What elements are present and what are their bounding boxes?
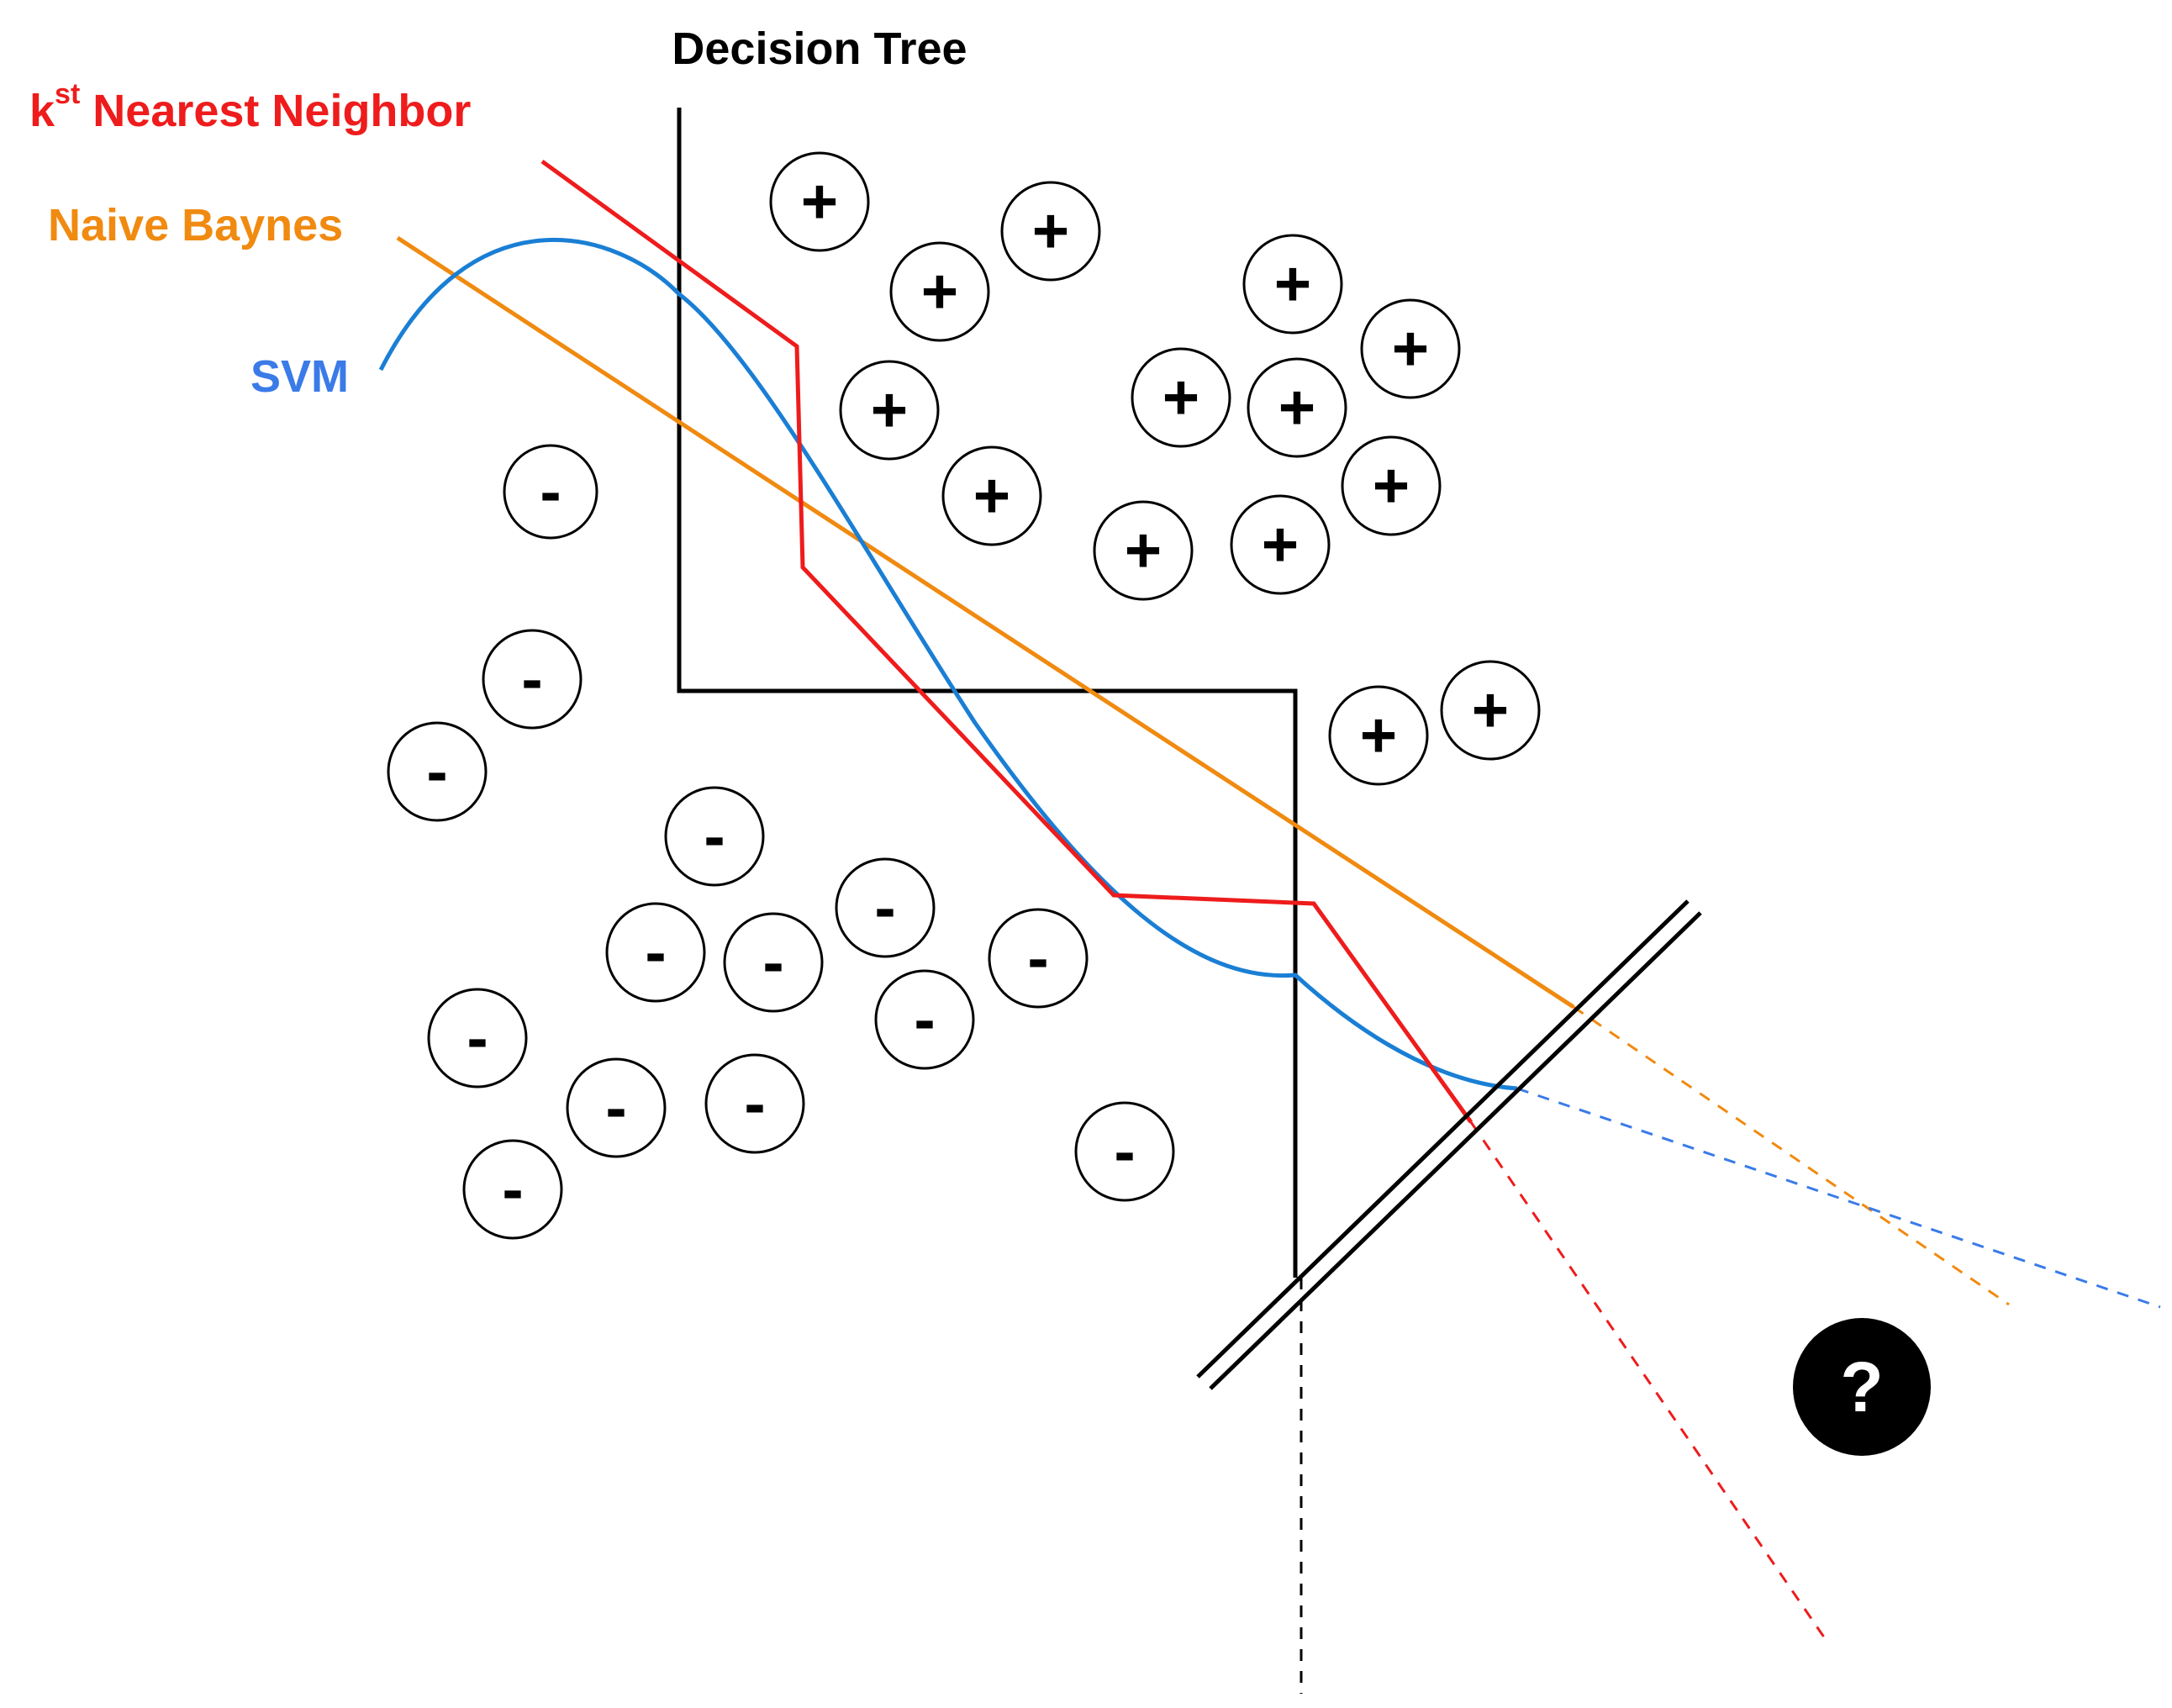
positive-point: + (941, 445, 1042, 546)
negative-points: - - - - - - - - - - - - - - (387, 444, 1175, 1240)
svg-text:+: + (871, 375, 908, 446)
svg-text:-: - (762, 927, 783, 999)
svg-text:-: - (874, 872, 895, 944)
positive-point: + (1328, 685, 1429, 786)
positive-point: + (1131, 347, 1231, 448)
naive-bayes-label: Naive Baynes (48, 200, 343, 250)
svg-text:+: + (921, 256, 958, 328)
positive-point: + (1000, 181, 1101, 282)
positive-point: + (1247, 357, 1347, 458)
positive-point: + (1440, 660, 1541, 761)
svg-text:+: + (1360, 700, 1397, 772)
svg-text:+: + (1278, 372, 1315, 444)
negative-point: - (605, 902, 706, 1003)
svg-text:-: - (521, 644, 542, 715)
knn-label: kst Nearest Neighbor (29, 78, 471, 136)
negative-point: - (704, 1053, 805, 1154)
svg-text:+: + (1162, 362, 1199, 434)
svg-text:+: + (1274, 249, 1311, 320)
naive-bayes-extrapolation (1573, 1005, 2010, 1306)
knn-label-k: k (29, 86, 55, 136)
positive-point: + (769, 151, 870, 252)
negative-point: - (482, 629, 583, 730)
svg-text:-: - (1027, 923, 1048, 994)
svg-text:+: + (1125, 515, 1162, 587)
positive-point: + (889, 241, 990, 342)
negative-point: - (503, 444, 598, 540)
negative-point: - (723, 912, 824, 1013)
positive-point: + (1242, 234, 1343, 335)
negative-point: - (835, 857, 936, 958)
svg-text:?: ? (1840, 1347, 1883, 1426)
knn-extrapolation (1469, 1121, 1830, 1644)
knn-label-superscript: st (55, 78, 80, 110)
svg-text:-: - (502, 1154, 523, 1226)
negative-point: - (664, 786, 765, 887)
positive-point: + (839, 360, 940, 461)
negative-point: - (874, 969, 975, 1070)
svg-text:-: - (744, 1068, 765, 1140)
svg-text:+: + (1373, 451, 1410, 522)
positive-point: + (1093, 500, 1194, 601)
negative-point: - (387, 721, 488, 822)
positive-point: + (1230, 494, 1331, 595)
svg-text:-: - (605, 1073, 626, 1144)
knn-label-text: Nearest Neighbor (80, 86, 471, 136)
knn-boundary (540, 159, 1473, 1124)
svg-text:-: - (1114, 1116, 1135, 1188)
positive-point: + (1341, 435, 1442, 536)
svg-text:-: - (426, 736, 447, 808)
negative-point: - (988, 908, 1089, 1009)
svm-label: SVM (250, 351, 349, 402)
decision-tree-label: Decision Tree (672, 24, 967, 74)
svm-extrapolation (1516, 1087, 2161, 1309)
svg-text:-: - (467, 1003, 488, 1074)
svg-text:+: + (801, 166, 838, 238)
svg-text:-: - (645, 917, 666, 988)
svg-text:-: - (704, 801, 725, 872)
svg-text:+: + (1392, 314, 1429, 385)
unknown-point: ? (1793, 1318, 1931, 1456)
svg-text:-: - (914, 984, 935, 1056)
negative-point: - (566, 1057, 667, 1158)
svg-text:+: + (1472, 675, 1509, 746)
negative-point: - (427, 988, 528, 1089)
svg-text:+: + (973, 461, 1010, 532)
break-marker-line-b (1209, 911, 1702, 1390)
svg-text:+: + (1262, 509, 1299, 581)
negative-point: - (462, 1139, 563, 1240)
positive-point: + (1360, 298, 1461, 399)
negative-point: - (1074, 1101, 1175, 1202)
positive-points: + + + + + + + + + + + + + + (769, 151, 1541, 786)
svg-text:+: + (1032, 196, 1069, 267)
break-marker-line-a (1196, 899, 1690, 1379)
decision-tree-boundary (677, 108, 1298, 1278)
svg-text:-: - (540, 456, 561, 528)
naive-bayes-boundary (396, 235, 1575, 1010)
svm-boundary (378, 238, 1518, 1091)
